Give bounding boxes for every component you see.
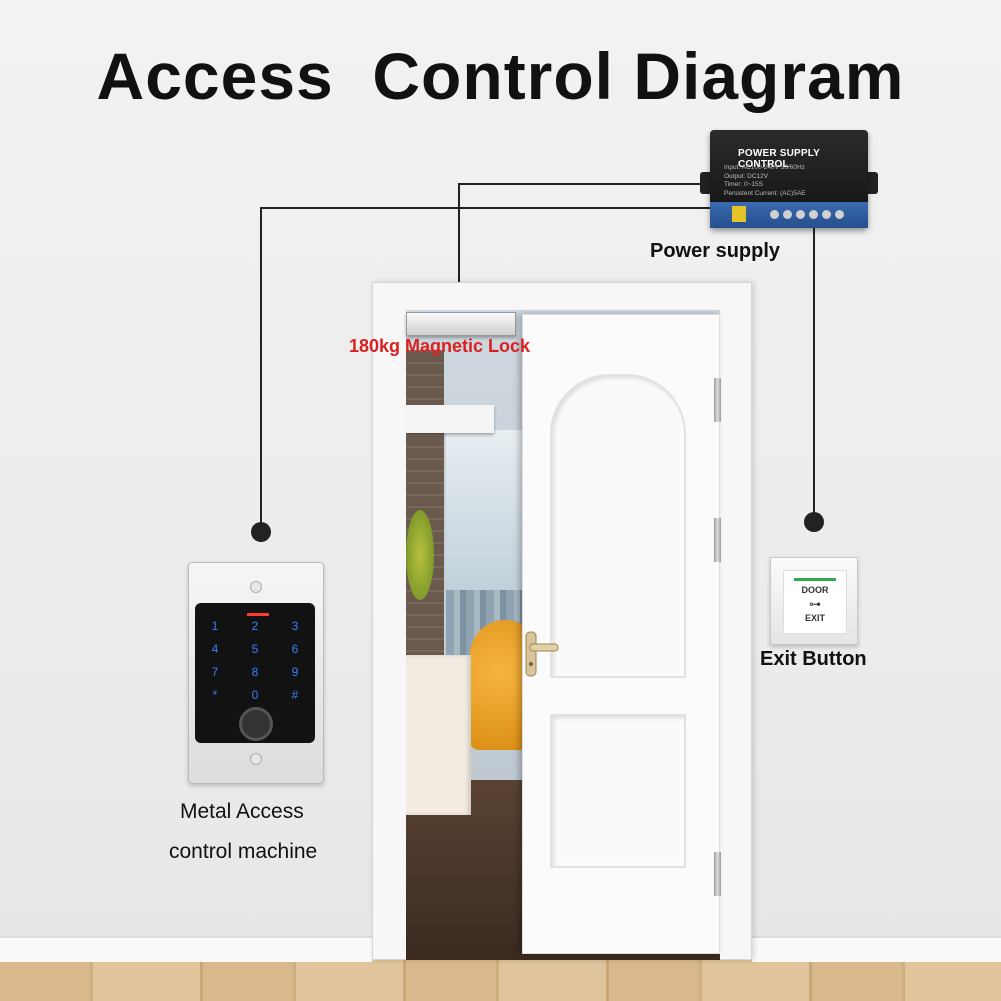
keypad-key: # (291, 688, 299, 702)
psu-spec-text: Input: AC100-240V 50/60Hz Output: DC12V … (724, 164, 864, 198)
key-icon: ⊶ (809, 597, 821, 611)
psu-spec-line: Timer: 0~15S (724, 181, 763, 188)
exit-button-label: Exit Button (760, 648, 867, 670)
psu-device-title: POWER SUPPLY CONTROL (738, 148, 820, 170)
wire-exit-vertical (813, 228, 815, 523)
hinge-middle (714, 518, 721, 562)
reader-led (247, 613, 269, 616)
terminal-screw (783, 210, 792, 219)
reader-screw-bottom (250, 753, 262, 765)
reader-label-line-1: Metal Access (180, 800, 304, 823)
wire-exit-terminal (804, 512, 824, 532)
terminal-screw (770, 210, 779, 219)
keypad-key: 2 (251, 619, 259, 633)
exit-button-exit-text: EXIT (804, 613, 825, 623)
baseboard-right (752, 936, 1001, 962)
floor (0, 960, 1001, 1001)
door (522, 314, 720, 954)
wire-lock-top (458, 183, 712, 185)
keypad-key: * (212, 688, 218, 702)
keypad-key: 6 (291, 642, 299, 656)
wire-lock-vertical (458, 183, 460, 295)
exit-button-plate: DOOR ⊶ EXIT (770, 557, 858, 645)
baseboard-left (0, 936, 372, 962)
exit-button-door-text: DOOR (801, 585, 829, 595)
keypad-key: 9 (291, 665, 299, 679)
keypad-key: 5 (251, 642, 259, 656)
door-panel-lower (550, 714, 686, 868)
plant (406, 510, 434, 600)
diagram-title: Access Control Diagram (96, 39, 905, 113)
hinge-top (714, 378, 721, 422)
keypad-key: 0 (251, 688, 259, 702)
wall-shelf (406, 405, 494, 433)
magnetic-lock-label: 180kg Magnetic Lock (349, 336, 531, 356)
psu-spec-line: Persistent Current: (AC)5AE (724, 189, 806, 197)
psu-spec-line: Input: AC100-240V 50/60Hz (724, 164, 805, 171)
keypad-key: 4 (211, 642, 219, 656)
exit-button-face: DOOR ⊶ EXIT (783, 570, 847, 634)
psu-terminal-block (710, 202, 868, 228)
power-supply-label: Power supply (650, 240, 781, 262)
fingerprint-icon (239, 707, 273, 741)
door-panel-upper (550, 374, 686, 678)
cabinet (406, 655, 471, 815)
psu-spec-line: Output: DC12V (724, 172, 769, 180)
door-handle-icon (525, 631, 559, 677)
terminal-screw (835, 210, 844, 219)
keypad-key: 3 (291, 619, 299, 633)
terminal-screw (796, 210, 805, 219)
power-supply-unit: POWER SUPPLY CONTROL Input: AC100-240V 5… (710, 130, 868, 228)
reader-keypad-face: 1 2 3 4 5 6 7 8 9 * 0 # (195, 603, 315, 743)
hinge-bottom (714, 852, 721, 896)
keypad-key: 1 (211, 619, 219, 633)
reader-screw-top (250, 581, 262, 593)
psu-fuse (732, 206, 746, 222)
terminal-screw (822, 210, 831, 219)
keypad-key: 7 (211, 665, 219, 679)
exit-button-indicator (794, 578, 836, 581)
terminal-screw (809, 210, 818, 219)
wire-reader-vertical (260, 207, 262, 532)
access-control-reader: 1 2 3 4 5 6 7 8 9 * 0 # (188, 562, 324, 784)
reader-label-line-2: control machine (169, 840, 318, 863)
wire-reader-terminal (251, 522, 271, 542)
wire-reader-top (260, 207, 712, 209)
magnetic-lock (406, 312, 516, 336)
keypad-key: 8 (251, 665, 259, 679)
